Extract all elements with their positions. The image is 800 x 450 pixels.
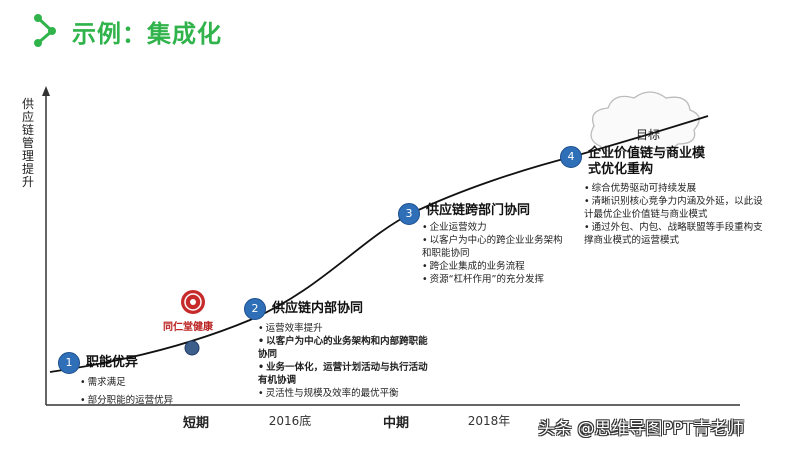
logo-seal xyxy=(181,290,205,314)
stage-4: 4 企业价值链与商业模式优化重构 综合优势驱动可持续发展 清晰识别核心竞争力内涵… xyxy=(560,146,772,247)
stage-2: 2 供应链内部协同 运营效率提升 以客户为中心的业务架构和内部跨职能协同 业务一… xyxy=(244,298,440,400)
stage-1-title: 职能优异 xyxy=(86,355,139,370)
bullet: 以客户为中心的业务架构和内部跨职能协同 xyxy=(258,335,434,361)
x-tick-mid-term: 中期 xyxy=(382,416,410,431)
cloud-icon xyxy=(590,91,700,154)
stage-3-title: 供应链跨部门协同 xyxy=(426,203,531,218)
stage-1: 1 职能优异 需求满足 部分职能的运营优异 xyxy=(58,352,188,407)
stage-3: 3 供应链跨部门协同 企业运营效力 以客户为中心的跨企业业务架构和职能协同 跨企… xyxy=(398,203,576,286)
x-tick-2016: 2016底 xyxy=(268,414,312,428)
stage-1-number: 1 xyxy=(58,352,80,374)
stage-1-bullets: 需求满足 部分职能的运营优异 xyxy=(80,376,188,407)
x-tick-short-term: 短期 xyxy=(182,416,210,431)
stage-4-number: 4 xyxy=(560,146,582,168)
stage-2-bullets: 运营效率提升 以客户为中心的业务架构和内部跨职能协同 业务一体化，运营计划活动与… xyxy=(258,322,434,400)
bullet: 跨企业集成的业务流程 xyxy=(422,260,572,273)
bullet: 运营效率提升 xyxy=(258,322,434,335)
bullet: 需求满足 xyxy=(80,376,188,389)
bullet: 灵活性与规模及效率的最优平衡 xyxy=(258,387,434,400)
bullet: 清晰识别核心竞争力内涵及外延，以此设计最优企业价值链与商业模式 xyxy=(584,195,772,221)
stage-4-bullets: 综合优势驱动可持续发展 清晰识别核心竞争力内涵及外延，以此设计最优企业价值链与商… xyxy=(584,182,772,247)
goal-label: 目标 xyxy=(636,128,661,142)
stage-3-number: 3 xyxy=(398,203,420,225)
page-title: 示例：集成化 xyxy=(72,20,222,48)
milestone-dot xyxy=(184,340,200,356)
bullet: 部分职能的运营优异 xyxy=(80,394,188,407)
watermark: 头条 @思维导图PPT青老师 xyxy=(538,419,745,439)
bullet: 业务一体化，运营计划活动与执行活动有机协调 xyxy=(258,361,434,387)
bullet: 企业运营效力 xyxy=(422,221,572,234)
bullet: 通过外包、内包、战略联盟等手段重构支撑商业模式的运营模式 xyxy=(584,221,772,247)
bullet: 综合优势驱动可持续发展 xyxy=(584,182,772,195)
bullet: 资源“杠杆作用”的充分发挥 xyxy=(422,273,572,286)
x-tick-2018: 2018年 xyxy=(467,414,511,428)
molecule-icon xyxy=(34,14,56,47)
logo-text: 同仁堂健康 xyxy=(163,322,213,333)
stage-4-title: 企业价值链与商业模式优化重构 xyxy=(588,146,706,177)
y-axis-label: 供应链管理提升 xyxy=(22,97,35,189)
stage-2-title: 供应链内部协同 xyxy=(272,301,364,316)
stage-3-bullets: 企业运营效力 以客户为中心的跨企业业务架构和职能协同 跨企业集成的业务流程 资源… xyxy=(422,221,572,286)
stage-2-number: 2 xyxy=(244,298,266,320)
bullet: 以客户为中心的跨企业业务架构和职能协同 xyxy=(422,234,572,260)
y-axis-arrow xyxy=(42,86,50,96)
